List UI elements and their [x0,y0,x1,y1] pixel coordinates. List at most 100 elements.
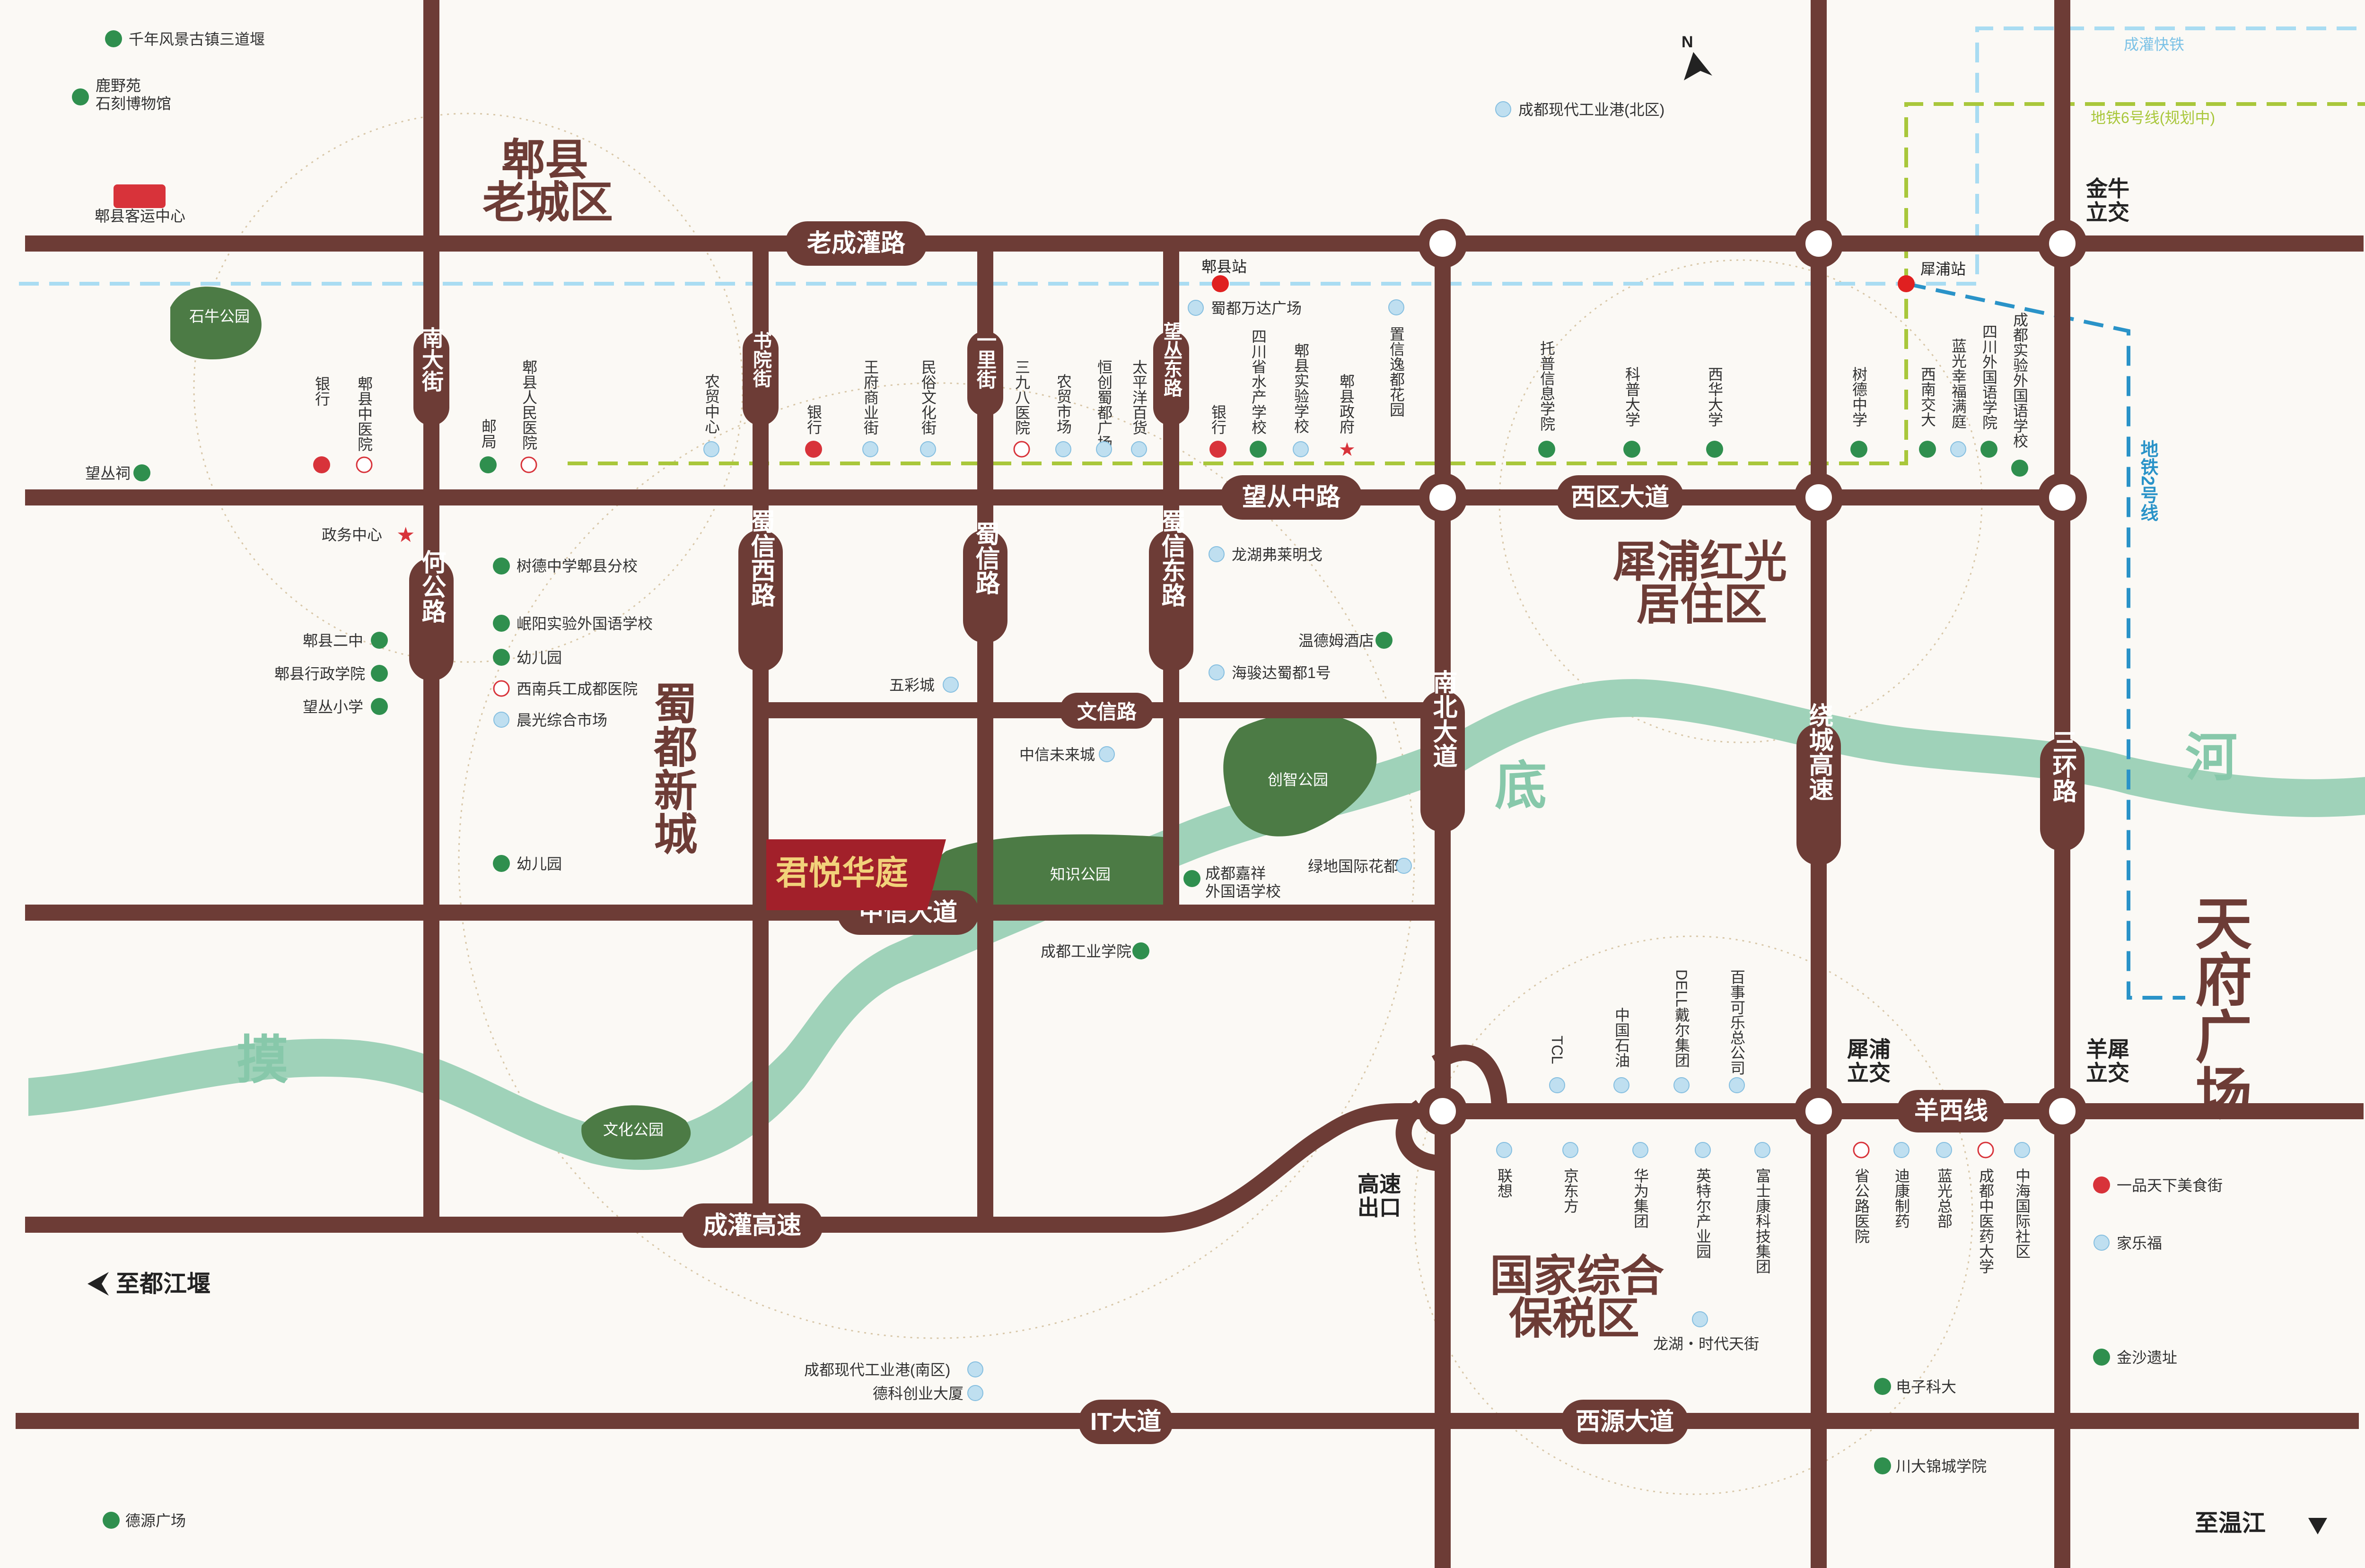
school-icon [2011,460,2028,477]
label-wenxin: 文信路 [1077,701,1137,723]
road-exit-loop [1431,1045,1508,1120]
building-icon [1632,1142,1648,1158]
poi-keyun: 郫县客运中心 [95,208,185,225]
food-icon [2093,1176,2110,1193]
poi-zhixin: 置信逸都花园 [1388,326,1405,417]
label-yili: 一里街 [974,330,997,389]
poi-yinhang3: 银行 [1209,404,1226,435]
poi-gongye-bei: 成都现代工业港(北区) [1518,101,1664,118]
school-icon [371,632,388,649]
district-shudu-new: 蜀都新城 [648,681,698,855]
building-icon [862,441,878,457]
poi-xinanbing: 西南兵工成都医院 [517,680,638,697]
school-icon [1850,441,1867,458]
bank-icon [313,456,330,473]
label-shuxindong: 蜀信东路 [1157,509,1186,607]
poi-wendemu: 温德姆酒店 [1298,632,1374,649]
label-wangcong-zhong: 望从中路 [1242,484,1341,511]
pois-vertical: 银行 郫县中医院 邮局 郫县人民医院 农贸中心 银行 王府商业街 民俗文化街 三… [313,299,2031,1274]
label-shuyuan: 书院街 [750,331,772,388]
poi-dianzi: 电子科大 [1896,1378,1956,1395]
poi-kepu: 科普大学 [1623,366,1640,427]
poi-jinsha: 金沙遗址 [2117,1349,2177,1366]
poi-xingzheng: 郫县行政学院 [274,665,365,682]
poi-shiyou: 中国石油 [1613,1007,1630,1068]
hospital-icon [1977,1141,1994,1159]
school-icon [1132,942,1149,959]
label-shuxinxi: 蜀信西路 [747,509,775,607]
poi-xihua: 西华大学 [1706,366,1723,427]
school-icon [1874,1378,1891,1395]
roads [16,0,2364,1568]
poi-luyeyuan-1: 鹿野苑 [96,77,141,94]
hospital-icon [1853,1141,1870,1159]
poi-wanda: 蜀都万达广场 [1211,300,1302,317]
poi-zhongxin-wl: 中信未来城 [1019,746,1095,763]
poi-minsu: 民俗文化街 [920,359,937,435]
school-icon [493,558,510,575]
building-icon [1209,546,1225,562]
yangxi-lj-1: 羊犀 [2086,1037,2129,1062]
building-icon [1209,664,1225,680]
label-wangcongdong: 望丛东路 [1161,322,1182,397]
building-icon [2014,1142,2030,1158]
poi-sanjiu: 三九八医院 [1013,359,1030,435]
label-pixian-station: 郫县站 [1201,258,1247,275]
poi-pixian2: 郫县二中 [303,632,363,649]
building-icon [493,712,509,728]
river-label-di: 底 [1495,757,1547,815]
poi-qiannian: 千年风景古镇三道堰 [129,31,265,48]
school-icon [1706,441,1723,458]
tower-icon [105,30,122,47]
project-marker: 君悦华庭 [766,839,946,910]
tower-icon [2093,1349,2110,1366]
star-icon: ★ [1339,439,1356,460]
park-wenhua: 文化公园 [581,1105,691,1160]
star-icon: ★ [396,523,415,547]
district-xipu-2: 居住区 [1637,581,1767,629]
building-icon [1549,1077,1565,1093]
building-icon [967,1385,983,1401]
chengguan-express-line [19,26,2365,286]
tower-icon [133,464,150,481]
school-icon [1538,441,1555,458]
poi-zhengwu: 政务中心 [322,526,382,543]
building-icon [943,677,959,693]
xipu-station-dot [1898,275,1915,292]
poi-yinhang2: 银行 [805,404,822,435]
poi-lvdi: 绿地国际花都 [1308,858,1399,875]
building-icon [1729,1077,1745,1093]
label-xipu-station: 犀浦站 [1920,261,1966,278]
building-icon [1188,300,1204,316]
bank-icon [1209,441,1226,458]
poi-huawei: 华为集团 [1632,1168,1649,1228]
building-icon [967,1361,983,1377]
svg-text:N: N [1682,33,1693,51]
arrow-down-icon [2308,1518,2327,1534]
junctions [1418,219,2087,1136]
school-icon [371,665,388,682]
poi-jiale: 家乐福 [2117,1235,2162,1252]
poi-zhongyiyao: 成都中医药大学 [1977,1168,1994,1274]
poi-shiyan: 郫县实验学校 [1292,343,1309,434]
poi-youju: 邮局 [480,418,497,449]
poi-wangfu: 王府商业街 [862,359,879,435]
arrow-left-icon [88,1272,109,1296]
poi-lianxiang: 联想 [1496,1168,1513,1198]
school-icon [1919,441,1936,458]
tower-icon [72,88,89,105]
hotel-icon [1375,632,1393,649]
school-icon [1183,870,1200,887]
school-icon [1980,441,1997,458]
building-icon [1131,441,1147,457]
poi-youer2: 幼儿园 [517,855,562,872]
label-chengguan-express: 成灌快铁 [2124,36,2184,53]
poi-baishi: 百事可乐总公司 [1728,969,1745,1075]
poi-languang-xf: 蓝光幸福满庭 [1950,338,1967,429]
poi-chuanda: 川大锦城学院 [1896,1458,1987,1475]
poi-chengdu-jx-1: 成都嘉祥 [1205,865,1266,882]
building-icon [1613,1077,1629,1093]
poi-deyuan: 德源广场 [125,1512,186,1529]
xipu-lj-1: 犀浦 [1847,1037,1891,1062]
school-icon [1250,441,1267,458]
